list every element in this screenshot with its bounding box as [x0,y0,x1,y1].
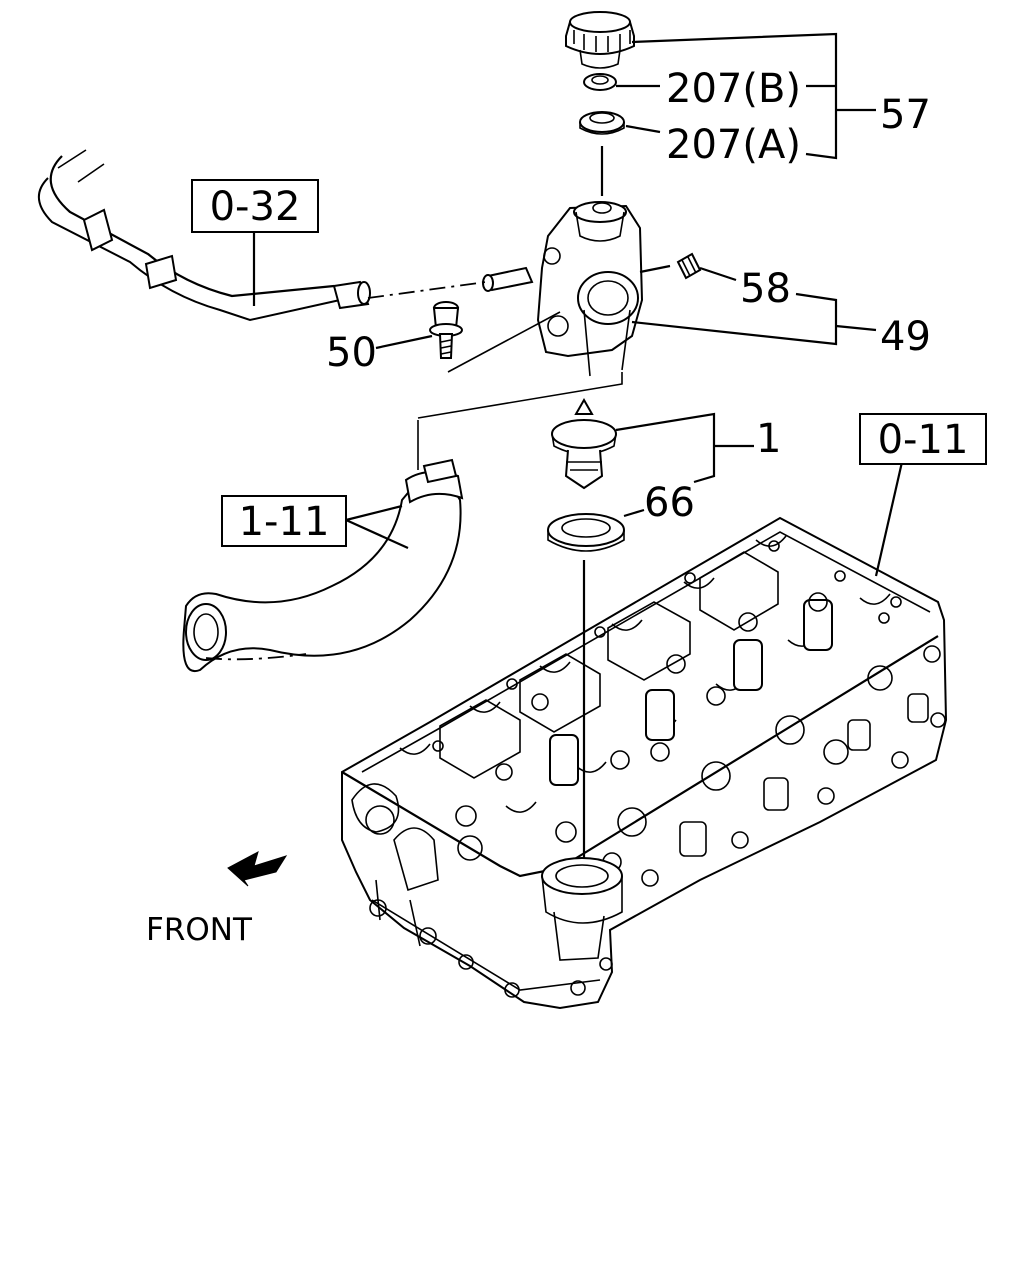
ref-box-1-11[interactable]: 1-11 [221,495,347,547]
label-207a: 207(A) [666,122,801,168]
front-indicator: FRONT [146,851,288,948]
label-57: 57 [880,92,931,138]
seal-207a [579,111,625,135]
thermostat [551,397,617,490]
ref-1-11-text: 1-11 [239,499,330,545]
label-50: 50 [326,330,377,376]
radiator-hose [182,458,464,673]
ref-box-0-11[interactable]: 0-11 [859,413,987,465]
bypass-pipe [38,149,371,322]
ref-0-32-text: 0-32 [210,184,301,230]
gasket-66 [547,513,625,552]
cylinder-head [341,516,948,1010]
label-66: 66 [644,480,695,526]
bolt-50 [429,301,463,359]
filler-cap [565,11,635,69]
front-label: FRONT [146,912,253,948]
front-arrow-icon [227,851,288,887]
assembly-lines [205,146,623,858]
label-58: 58 [740,266,791,312]
ref-0-11-text: 0-11 [878,417,969,463]
seal-207b [583,73,617,91]
label-1: 1 [756,416,781,462]
label-49: 49 [880,314,931,360]
plug-58 [676,252,702,280]
ref-box-0-32[interactable]: 0-32 [191,179,319,233]
leader-lines [252,32,904,577]
water-outlet-housing [482,201,644,377]
label-207b: 207(B) [666,66,801,112]
